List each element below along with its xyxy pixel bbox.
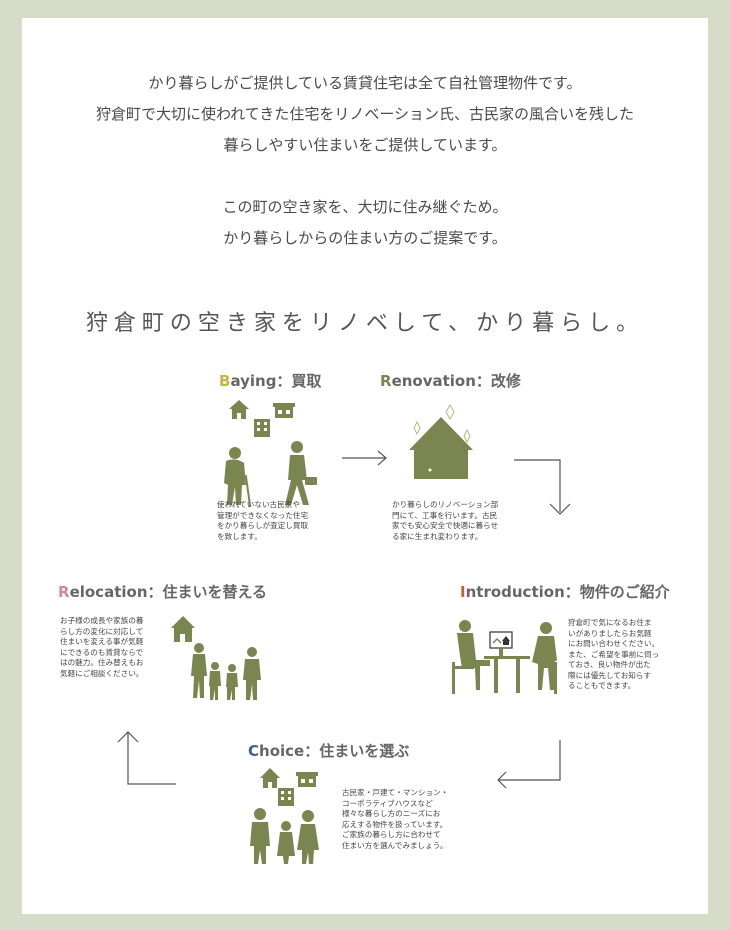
desc-line: 門にて、工事を行います。古民 xyxy=(392,510,498,520)
intro-line: 暮らしやすい住まいをご提供しています。 xyxy=(223,136,507,154)
step-title-text: aying：買取 xyxy=(230,372,322,390)
family-icon xyxy=(250,808,319,864)
step-initial: I xyxy=(460,583,466,601)
step-initial: R xyxy=(380,372,392,390)
desc-line: る家に生まれ変わります。 xyxy=(392,531,483,541)
desc-line: コーポラティブハウスなど xyxy=(342,798,433,808)
house-icon xyxy=(409,417,473,479)
desc-line: はの魅力。住み替えもお xyxy=(60,658,144,667)
desc-line: を致します。 xyxy=(217,531,262,541)
desc-line: 気軽にご相談ください。 xyxy=(60,668,144,678)
arrow-left-icon xyxy=(497,740,561,789)
elderly-person-icon xyxy=(224,447,252,507)
relocation-illustration xyxy=(171,616,261,700)
step-title-introduction: Introduction：物件のご紹介 xyxy=(460,581,670,602)
family-icon xyxy=(191,643,261,700)
step-title-text: elocation：住まいを替える xyxy=(69,583,268,601)
desc-line: かり暮らしのリノベーション部 xyxy=(392,500,499,509)
step-desc-buying: 使われていない古民家や 管理ができなくなった住宅 をかり暮らしが査定し買取 を致… xyxy=(217,500,308,542)
desc-line: 様々な暮らし方のニーズにお xyxy=(342,809,441,818)
step-initial: B xyxy=(219,372,231,390)
desc-line: いがありましたらお気軽 xyxy=(568,628,652,638)
desc-line: 狩倉町で気になるお住ま xyxy=(568,618,652,627)
renovation-illustration xyxy=(409,403,473,479)
arrow-down-icon xyxy=(514,459,571,515)
choice-illustration xyxy=(250,768,319,864)
step-title-text: ntroduction：物件のご紹介 xyxy=(465,583,670,601)
intro-line: この町の空き家を、大切に住み継ぐため。 xyxy=(222,198,508,216)
shop-icon xyxy=(296,772,318,787)
shop-icon xyxy=(273,403,295,418)
desc-line: また、ご希望を事前に伺っ xyxy=(568,649,660,659)
intro-text: かり暮らしがご提供している賃貸住宅は全て自社管理物件です。 狩倉町で大切に使われ… xyxy=(22,68,708,254)
desc-line: 家でも安心安全で快適に暮らせ xyxy=(392,521,499,530)
desc-line: 管理ができなくなった住宅 xyxy=(217,510,309,520)
building-icon xyxy=(254,419,270,437)
step-initial: R xyxy=(58,583,70,601)
desc-line: にお問い合わせください。 xyxy=(568,639,660,648)
step-desc-choice: 古民家・戸建て・マンション・ コーポラティブハウスなど 様々な暮らし方のニーズに… xyxy=(342,788,448,851)
desc-line: ておき、良い物件が出た xyxy=(568,660,651,669)
step-title-choice: Choice：住まいを選ぶ xyxy=(248,740,409,761)
step-title-buying: Baying：買取 xyxy=(219,370,321,391)
building-icon xyxy=(278,788,294,806)
house-icon xyxy=(171,616,195,642)
desc-line: ご家族の暮らし方に合わせて xyxy=(342,830,441,839)
step-initial: C xyxy=(248,742,260,760)
step-title-relocation: Relocation：住まいを替える xyxy=(58,581,267,602)
desc-line: にできるのも賃貸ならで xyxy=(60,647,144,657)
introduction-illustration xyxy=(452,620,557,694)
desc-line: 住まいを変える事が気軽 xyxy=(60,637,144,646)
desc-line: 際には優先してお知らす xyxy=(568,670,651,680)
business-person-icon xyxy=(285,441,317,505)
house-icon xyxy=(260,768,280,788)
desc-line: 住まい方を選んでみましょう。 xyxy=(342,840,448,850)
step-title-renovation: Renovation：改修 xyxy=(380,370,521,391)
desc-line: 使われていない古民家や xyxy=(217,500,300,509)
house-icon xyxy=(229,400,249,419)
step-desc-relocation: お子様の成長や家族の暮 らし方の変化に対応して 住まいを変える事が気軽 にできる… xyxy=(60,616,144,679)
sparkle-icon xyxy=(413,403,471,444)
arrow-right-icon xyxy=(342,450,387,466)
desc-line: お子様の成長や家族の暮 xyxy=(60,616,144,625)
desc-line: 古民家・戸建て・マンション・ xyxy=(342,788,449,797)
page-headline: 狩倉町の空き家をリノベして、かり暮らし。 xyxy=(85,311,645,336)
arrow-up-icon xyxy=(117,731,176,785)
desc-line: 応えする物件を扱っています。 xyxy=(342,819,448,829)
intro-line: かり暮らしがご提供している賃貸住宅は全て自社管理物件です。 xyxy=(148,74,582,92)
content-card: かり暮らしがご提供している賃貸住宅は全て自社管理物件です。 狩倉町で大切に使われ… xyxy=(22,18,708,914)
step-desc-renovation: かり暮らしのリノベーション部 門にて、工事を行います。古民 家でも安心安全で快適… xyxy=(392,500,498,542)
desc-line: ることもできます。 xyxy=(568,681,636,690)
consultation-icon xyxy=(452,620,557,694)
step-desc-introduction: 狩倉町で気になるお住ま いがありましたらお気軽 にお問い合わせください。 また、… xyxy=(568,618,659,692)
intro-line: 狩倉町で大切に使われてきた住宅をリノベーション氏、古民家の風合いを残した xyxy=(95,105,635,123)
desc-line: をかり暮らしが査定し買取 xyxy=(217,521,309,530)
step-title-text: hoice：住まいを選ぶ xyxy=(259,742,410,760)
buying-illustration xyxy=(224,400,317,507)
intro-line: かり暮らしからの住まい方のご提案です。 xyxy=(223,229,507,247)
desc-line: らし方の変化に対応して xyxy=(60,626,144,636)
step-title-text: enovation：改修 xyxy=(391,372,521,390)
